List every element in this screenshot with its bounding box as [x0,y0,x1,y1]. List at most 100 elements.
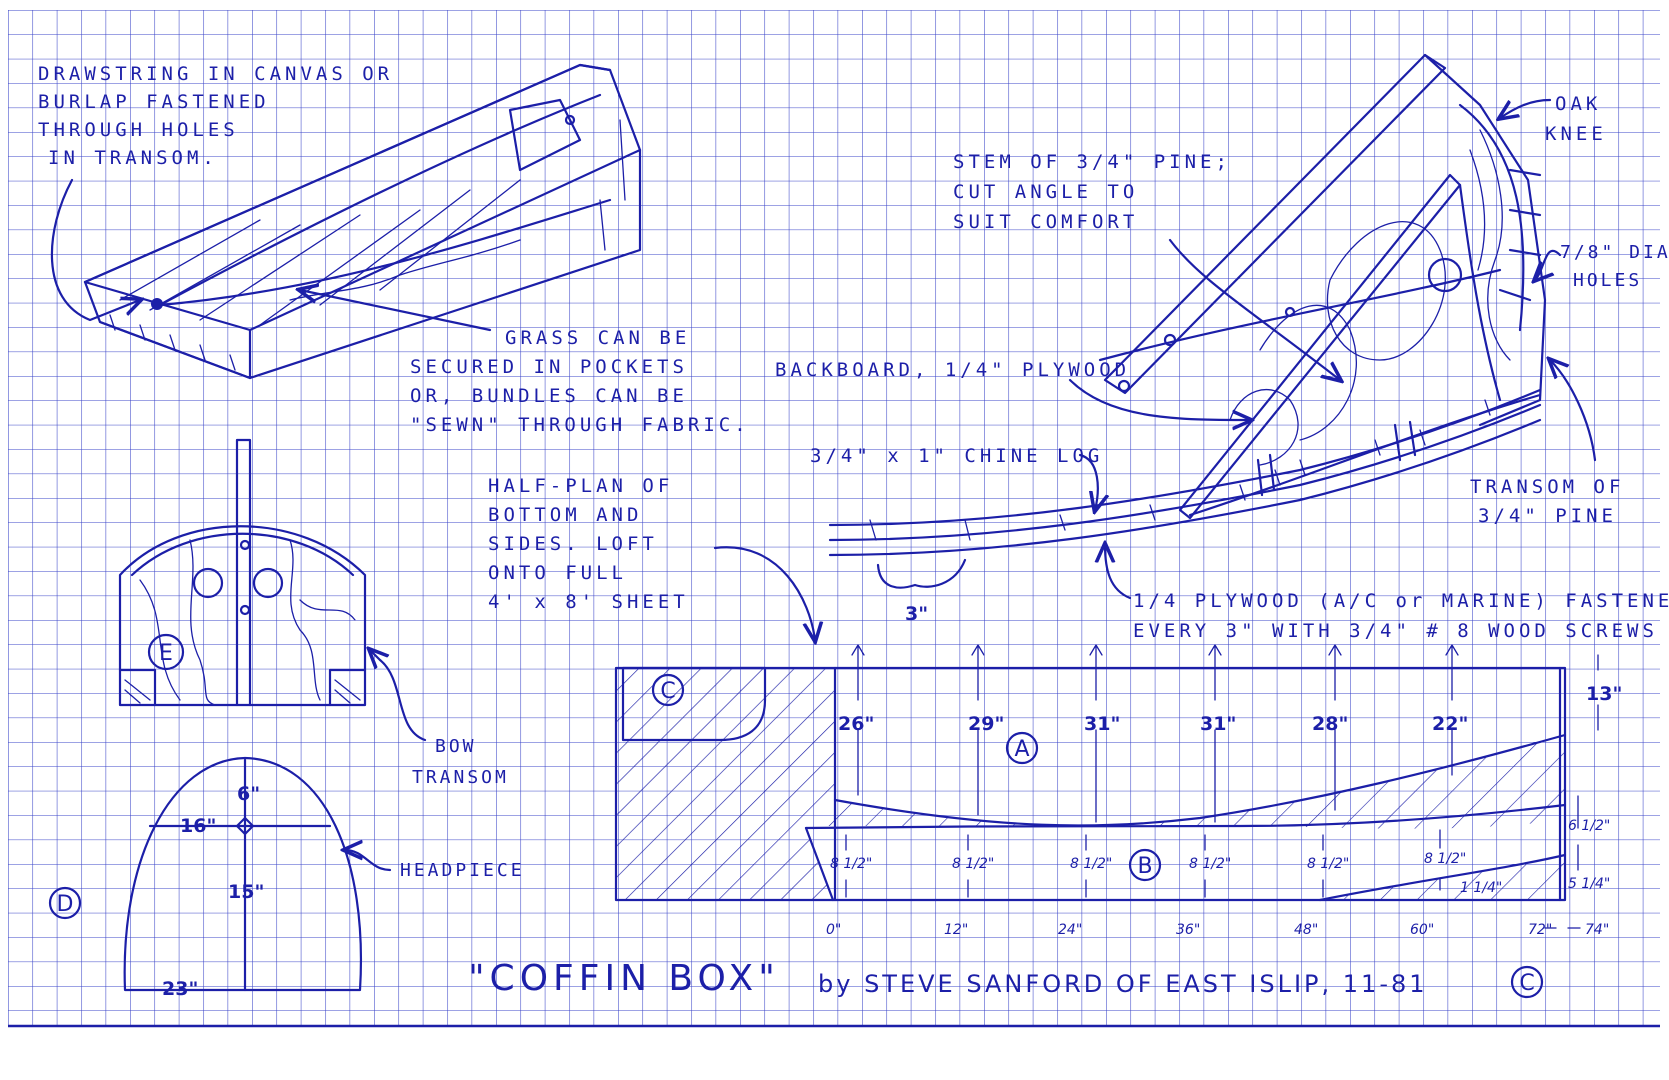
grass-note-line-2: SECURED IN POCKETS [410,356,688,378]
bow-transom-leader [370,650,427,742]
a-height-12: 29" [968,713,1004,735]
holes-line-2: HOLES [1573,270,1642,291]
half-plan-leader [713,546,815,640]
stem-detail [828,53,1547,557]
bow-transom-line-2: TRANSOM [412,767,509,788]
grass-note-line-1: GRASS CAN BE [505,327,690,349]
bow-transom-note: BOW TRANSOM [412,736,509,788]
part-c-circle [651,673,685,707]
part-b-circle [1128,848,1162,882]
station-72: 72" [1528,922,1552,938]
grass-note-line-4: "SEWN" THROUGH FABRIC. [410,414,750,436]
stem-note-line-1: STEM OF 3/4" PINE; [953,151,1231,173]
b-height-36: 8 1/2" [1189,856,1231,872]
oak-knee-line-2: KNEE [1545,123,1607,145]
a-height-36: 31" [1200,713,1236,735]
drawstring-note-line-3: THROUGH HOLES [38,119,239,141]
station-12: 12" [944,922,968,938]
copyright-circle [1510,965,1544,999]
chine-log-leader [1078,453,1098,510]
b-height-24: 8 1/2" [1070,856,1112,872]
headpiece-label: HEADPIECE [400,860,525,881]
headpiece-top-dim: 6" [237,783,260,805]
small-offset: 1 1/4" [1460,880,1502,896]
stem-leader [1168,238,1340,380]
part-b-label: B [1137,854,1152,879]
b-height-0: 8 1/2" [830,856,872,872]
end-height: 13" [1586,683,1622,705]
headpiece-drawing [123,756,362,992]
boat-sketch [83,63,642,380]
spacing-label: 3" [905,603,928,625]
b-height-12: 8 1/2" [952,856,994,872]
half-plan-line-5: 4' x 8' SHEET [488,591,689,613]
a-height-24: 31" [1084,713,1120,735]
grass-note: GRASS CAN BE SECURED IN POCKETS OR, BUND… [410,327,750,436]
drawstring-note-line-4: IN TRANSOM. [48,147,218,169]
drawstring-leader [50,178,140,322]
station-74: 74" [1585,922,1609,938]
headpiece-half-width-dim: 16" [180,815,216,837]
grass-leader [300,290,492,332]
a-height-60: 22" [1432,713,1468,735]
station-36: 36" [1176,922,1200,938]
b-height-60: 8 1/2" [1424,851,1466,867]
a-height-48: 28" [1312,713,1348,735]
station-60: 60" [1410,922,1434,938]
headpiece-base-dim: 23" [162,978,198,1000]
station-48: 48" [1294,922,1318,938]
copyright-label: C [1519,971,1534,996]
stem-note: STEM OF 3/4" PINE; CUT ANGLE TO SUIT COM… [953,151,1231,233]
oak-knee-note: OAK KNEE [1545,93,1607,145]
headpiece-leader [345,850,392,872]
plywood-note: 1/4 PLYWOOD (A/C or MARINE) FASTENED EVE… [1133,590,1669,642]
backboard-label: BACKBOARD, 1/4" PLYWOOD [775,359,1130,381]
oak-knee-leader [1500,98,1552,118]
headpiece-height-dim: 15" [228,881,264,903]
b-end-top: 6 1/2" [1568,818,1610,834]
half-plan-line-4: ONTO FULL [488,562,627,584]
part-e-label: E [159,641,173,666]
oak-knee-line-1: OAK [1555,93,1601,115]
half-plan-drawing [614,666,1567,902]
grass-note-line-3: OR, BUNDLES CAN BE [410,385,688,407]
b-dimension-lines [845,795,1579,898]
station-24: 24" [1058,922,1082,938]
holes-note: 7/8" DIA HOLES [1560,242,1669,291]
plywood-line-1: 1/4 PLYWOOD (A/C or MARINE) FASTENED [1133,590,1669,612]
stem-note-line-3: SUIT COMFORT [953,211,1138,233]
drawing-byline: by STEVE SANFORD OF EAST ISLIP, 11-81 [818,970,1428,998]
backboard-leader [1068,378,1250,420]
b-end-bottom: 5 1/4" [1568,876,1610,892]
part-a-label: A [1014,737,1029,762]
drawstring-note-line-1: DRAWSTRING IN CANVAS OR [38,63,393,85]
part-a-circle [1005,731,1039,765]
bow-transom-line-1: BOW [435,736,477,757]
holes-line-1: 7/8" DIA [1560,242,1669,263]
chine-log-label: 3/4" x 1" CHINE LOG [810,445,1103,467]
half-plan-line-1: HALF-PLAN OF [488,475,673,497]
part-d-circle [48,886,82,920]
transom-line-1: TRANSOM OF [1470,476,1624,498]
part-e-circle [147,633,185,671]
half-plan-line-2: BOTTOM AND [488,504,642,526]
a-height-0: 26" [838,713,874,735]
drawstring-note-line-2: BURLAP FASTENED [38,91,270,113]
spacing-bracket [876,558,967,589]
drawstring-note: DRAWSTRING IN CANVAS OR BURLAP FASTENED … [38,63,393,169]
drawing-title: "COFFIN BOX" [468,958,780,999]
transom-line-2: 3/4" PINE [1478,505,1617,527]
part-d-label: D [57,892,74,917]
half-plan-note: HALF-PLAN OF BOTTOM AND SIDES. LOFT ONTO… [488,475,689,613]
stem-note-line-2: CUT ANGLE TO [953,181,1138,203]
b-height-48: 8 1/2" [1307,856,1349,872]
plywood-line-2: EVERY 3" WITH 3/4" # 8 WOOD SCREWS [1133,620,1658,642]
part-c-label: C [660,679,675,704]
bow-transom-drawing [118,438,367,707]
half-plan-line-3: SIDES. LOFT [488,533,658,555]
station-0: 0" [826,922,841,938]
plywood-leader [1105,545,1132,600]
transom-note: TRANSOM OF 3/4" PINE [1470,476,1624,527]
holes-leader [1535,249,1562,280]
